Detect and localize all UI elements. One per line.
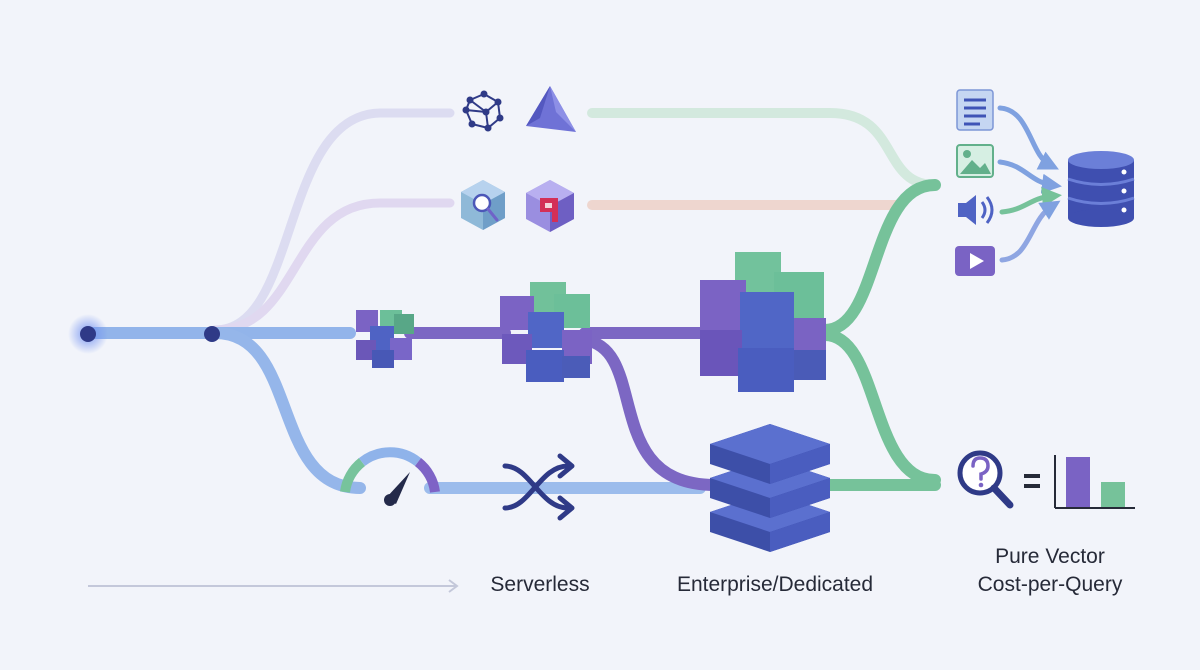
network-graph-icon <box>462 90 504 132</box>
enterprise-label: Enterprise/Dedicated <box>676 573 874 596</box>
cost-label-line1: Pure Vector <box>995 545 1105 568</box>
query-q-icon <box>526 180 574 232</box>
magnifier-question-icon <box>957 450 1014 509</box>
stacked-cubes-large-icon <box>700 252 826 392</box>
server-stack-icon <box>710 424 830 552</box>
ingest-arrows <box>997 105 1062 263</box>
search-cube-icon <box>461 180 505 230</box>
cost-label: Pure Vector Cost-per-Query <box>930 543 1170 599</box>
timeline-arrow <box>88 579 459 593</box>
audio-icon <box>958 195 994 225</box>
start-node <box>68 314 108 354</box>
gauge-icon <box>340 447 440 506</box>
bar-chart-icon <box>1054 455 1135 509</box>
video-icon <box>955 246 995 276</box>
stacked-cubes-small-icon <box>356 310 414 368</box>
prism-icon <box>526 86 576 132</box>
shuffle-icon <box>502 453 575 521</box>
document-icon <box>956 89 994 131</box>
main-flow <box>84 179 941 494</box>
upper-flow-lavender <box>210 108 940 335</box>
serverless-label: Serverless <box>490 573 590 596</box>
stacked-cubes-medium-icon <box>500 282 592 382</box>
cost-label-line2: Cost-per-Query <box>977 573 1123 596</box>
split-node <box>204 326 220 342</box>
equals-icon <box>1024 474 1040 488</box>
database-icon <box>1067 151 1135 227</box>
image-icon <box>956 144 994 178</box>
